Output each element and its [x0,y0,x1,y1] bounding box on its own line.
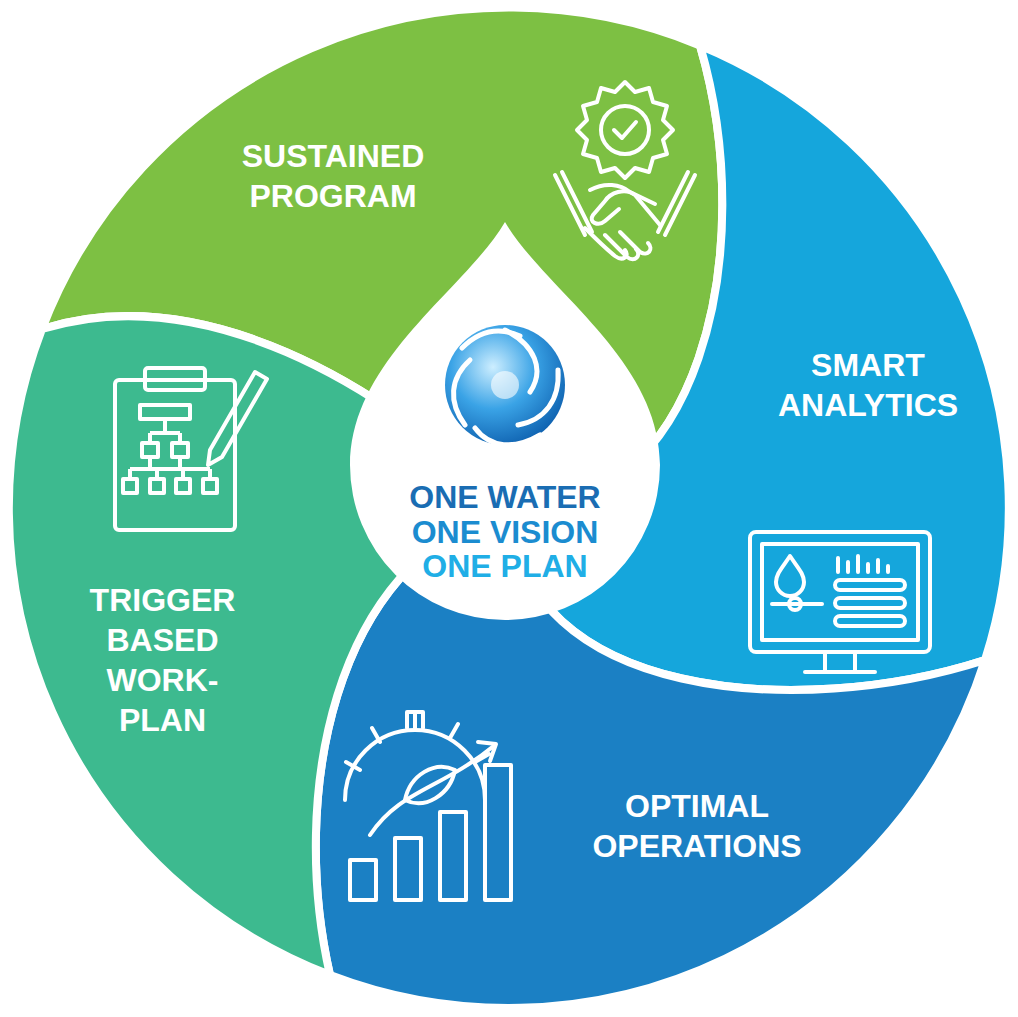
drop-label: ONE VISION [360,515,650,550]
clipboard-icon [115,368,267,530]
water-drop-node: ONE WATERONE VISIONONE PLAN [360,480,650,584]
segment-label: OPTIMAL OPERATIONS [547,786,847,866]
drop-label: ONE WATER [360,480,650,515]
handshake-icon [555,82,695,259]
cycle-segment: OPTIMAL OPERATIONS [547,786,847,866]
cycle-segment: SMART ANALYTICS [738,345,998,425]
drop-label: ONE PLAN [360,549,650,584]
segment-label: SMART ANALYTICS [738,345,998,425]
growth-chart-icon [345,712,511,900]
cycle-segment: TRIGGER BASED WORK- PLAN [75,580,250,740]
cycle-segment: SUSTAINED PROGRAM [183,136,483,216]
segment-label: TRIGGER BASED WORK- PLAN [75,580,250,740]
water-logo [445,325,565,445]
segment-label: SUSTAINED PROGRAM [183,136,483,216]
water-drop [350,222,660,620]
monitor-icon [750,532,930,672]
